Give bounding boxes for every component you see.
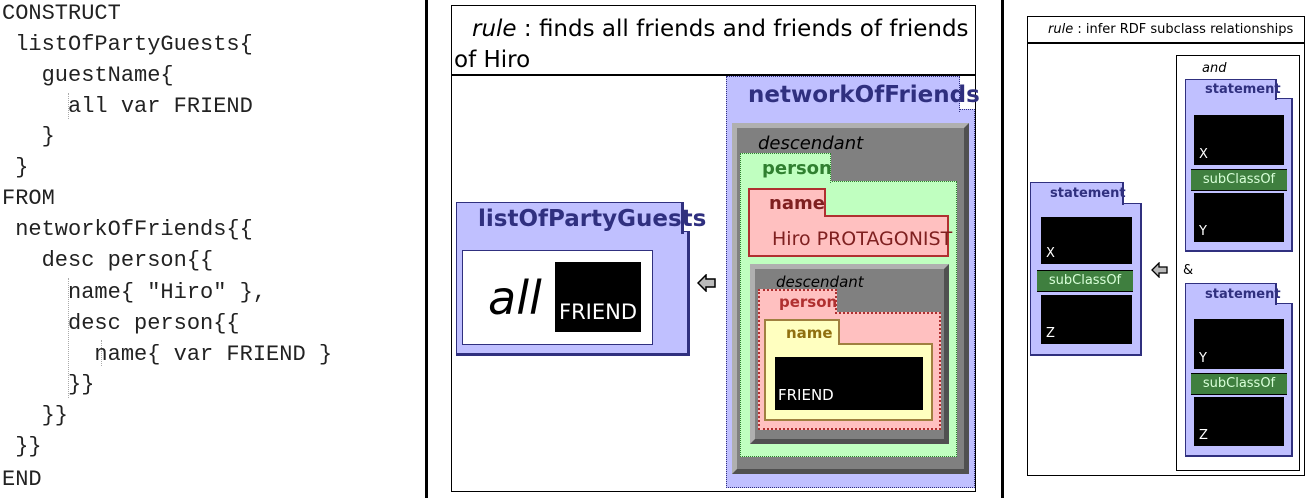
top-object-box: Y — [1194, 193, 1284, 242]
left-arrow-icon — [697, 274, 716, 292]
bottom-object-label: Z — [1199, 428, 1208, 443]
inner-friend-label: FRIEND — [778, 386, 834, 404]
divider-left — [425, 0, 428, 498]
bottom-subject-box: Y — [1194, 319, 1284, 369]
construct-label: listOfPartyGuests — [478, 206, 707, 232]
inner-name-tab — [764, 319, 840, 345]
left-subject-label: X — [1046, 246, 1055, 261]
rule-keyword: rule — [472, 16, 517, 42]
left-subject-box: X — [1041, 217, 1132, 264]
rule-description-right: : infer RDF subclass relationships — [1073, 22, 1294, 37]
bottom-subject-label: Y — [1199, 351, 1207, 366]
rule-description: : finds all friends and friends of frien… — [454, 16, 969, 73]
code-line: } — [2, 155, 29, 180]
name-tab — [748, 188, 826, 217]
indent-guide — [68, 278, 69, 398]
hiro-value: Hiro PROTAGONIST — [772, 228, 953, 250]
code-line: name{ "Hiro" }, — [2, 280, 267, 305]
bottom-object-box: Z — [1194, 397, 1284, 446]
construct-statement-tab — [1030, 182, 1124, 205]
construct-tab — [456, 202, 684, 234]
top-subclassof-label: subClassOf — [1191, 169, 1287, 191]
top-statement-label: statement — [1205, 82, 1281, 97]
indent-guide — [68, 93, 69, 119]
code-line: } — [2, 124, 55, 149]
descendant-label: descendant — [758, 133, 864, 154]
left-subclassof-label: subClassOf — [1037, 270, 1133, 292]
all-label: all — [488, 271, 542, 325]
code-line: networkOfFriends{{ — [2, 217, 253, 242]
code-line: FROM — [2, 186, 55, 211]
construct-statement-label: statement — [1050, 186, 1126, 201]
inner-friend-variable: FRIEND — [775, 357, 923, 410]
rule-title-text-right: rule : infer RDF subclass relationships — [1048, 22, 1293, 37]
name-box — [748, 215, 949, 257]
indent-guide — [101, 340, 102, 366]
top-statement-tab — [1185, 79, 1277, 100]
rule-title-text: rule : finds all friends and friends of … — [454, 14, 969, 76]
bottom-subclassof-label: subClassOf — [1191, 373, 1287, 395]
name-label: name — [769, 193, 825, 214]
code-panel: CONSTRUCT listOfPartyGuests{ guestName{ … — [0, 0, 425, 498]
code-line: }} — [2, 434, 42, 459]
friend-variable: FRIEND — [555, 262, 641, 332]
bottom-statement-tab — [1185, 283, 1277, 305]
network-tab — [726, 76, 960, 112]
code-line: name{ var FRIEND } — [2, 342, 333, 367]
code-line: listOfPartyGuests{ — [2, 32, 253, 57]
code-line: END — [2, 467, 42, 492]
code-line: all var FRIEND — [2, 94, 253, 119]
inner-descendant-label: descendant — [776, 273, 864, 291]
top-subject-label: X — [1199, 147, 1208, 162]
inner-name-label: name — [786, 324, 833, 342]
code-line: desc person{{ — [2, 248, 214, 273]
top-object-label: Y — [1199, 224, 1207, 239]
code-line: guestName{ — [2, 63, 174, 88]
right-rule-frame: rule : infer RDF subclass relationships … — [1027, 16, 1305, 476]
bottom-statement-label: statement — [1205, 287, 1281, 302]
amp-label: & — [1183, 263, 1194, 278]
rule-keyword-right: rule — [1048, 22, 1074, 37]
code-line: desc person{{ — [2, 311, 240, 336]
rule-title: rule : finds all friends and friends of … — [452, 6, 975, 76]
divider-right — [1001, 0, 1004, 498]
rule-title-right: rule : infer RDF subclass relationships — [1028, 17, 1304, 44]
code-line: CONSTRUCT — [2, 1, 121, 26]
left-object-box: Z — [1041, 295, 1132, 344]
code-line: }} — [2, 372, 95, 397]
top-subject-box: X — [1194, 115, 1284, 165]
inner-person-label: person — [779, 293, 838, 311]
network-label: networkOfFriends — [748, 82, 980, 108]
inner-person-tab — [758, 289, 837, 314]
and-label: and — [1202, 61, 1227, 76]
left-arrow-icon — [1151, 262, 1168, 278]
friend-label: FRIEND — [559, 300, 638, 324]
left-object-label: Z — [1046, 326, 1055, 341]
person-label: person — [762, 158, 832, 179]
person-tab — [740, 153, 831, 183]
code-line: }} — [2, 403, 69, 428]
middle-rule-frame: rule : finds all friends and friends of … — [451, 5, 980, 492]
